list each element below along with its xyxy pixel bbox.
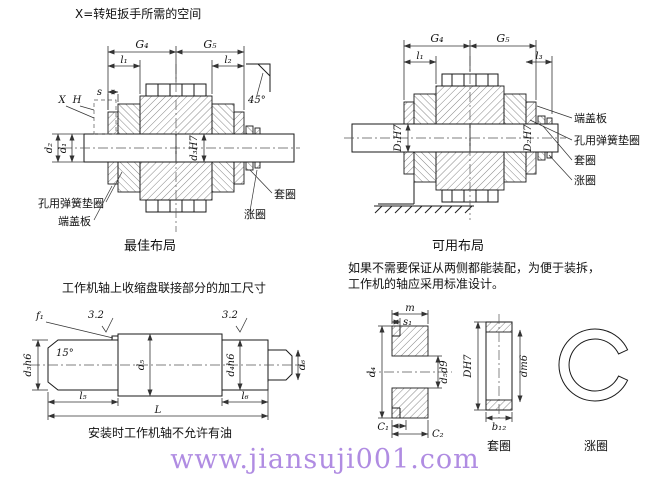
- assembly-note-line1: 如果不需要保证从两侧都能装配，为便于装拆，: [348, 260, 600, 275]
- snap-ring-shape: [558, 328, 629, 402]
- dim-DH7: DH7: [463, 354, 474, 379]
- dim-g4: G₄: [430, 32, 443, 45]
- best-layout-drawing: 45° G₄ G₅ l₁ l₂ s X H: [38, 38, 300, 254]
- snap-ring-caption: 涨圈: [584, 438, 608, 453]
- sleeve-ring: [537, 115, 546, 125]
- best-layout-caption: 最佳布局: [124, 239, 176, 254]
- dim-c2: C₂: [432, 429, 444, 440]
- dim-f1: f₁: [35, 311, 44, 322]
- sleeve-caption: 套圈: [487, 439, 511, 453]
- collar-section-drawing: d₄ d₅d9 m s₁ C₁ C₂: [366, 303, 452, 440]
- dim-l5: l₅: [79, 391, 86, 402]
- dim-d2: d₂: [44, 143, 55, 153]
- dim-b: b₁₂: [492, 422, 506, 433]
- label-sleeve: 套圈: [274, 188, 296, 201]
- label-sleeve: 套圈: [574, 154, 596, 167]
- dim-d5d9: d₅d9: [439, 360, 450, 384]
- dim-d3h6: d₃h6: [23, 353, 34, 377]
- usable-layout-caption: 可用布局: [432, 239, 484, 254]
- torque-wrench-note: X=转矩扳手所需的空间: [75, 6, 201, 21]
- roughness-left: 3.2: [88, 310, 104, 321]
- label-snap-ring: 涨圈: [244, 208, 266, 221]
- dim-l2: l₂: [224, 55, 231, 66]
- dim-s: s: [97, 87, 102, 98]
- shaft-machining-title: 工作机轴上收缩盘联接部分的加工尺寸: [62, 280, 266, 295]
- sleeve-part-drawing: DH7 dm6 b₁₂ 套圈: [463, 314, 530, 453]
- dim-d2h7: D₂H7: [523, 124, 534, 153]
- dim-g4: G₄: [135, 38, 148, 51]
- dim-L: L: [154, 405, 162, 416]
- dim-d4: d₄: [367, 367, 378, 377]
- shaft-dimensions: f₁ 3.2 3.2 15° d₃h6 d₅ d₄h6 d₆ l₅ l₆: [23, 310, 308, 420]
- collar-section-lower: [391, 387, 429, 419]
- dim-m: m: [405, 303, 414, 314]
- wrench-clearance-box: [93, 99, 117, 135]
- dim-d1h7: D₁H7: [393, 124, 404, 153]
- dim-c1: C₁: [377, 422, 389, 433]
- machine-frame-ground: [374, 182, 474, 214]
- usable-layout-drawing: G₄ G₅ l₁ l₃ D₁H7 D₂H7 端盖板 孔用弹簧垫圈 套圈 涨圈 可…: [344, 32, 640, 254]
- dim-l1: l₁: [120, 55, 127, 66]
- label-end-cover: 端盖板: [574, 111, 607, 125]
- chamfer-angle-label: 45°: [247, 95, 266, 106]
- dim-s1: s₁: [403, 317, 412, 328]
- dim-l3: l₃: [535, 51, 542, 62]
- shaft-stub-end: [267, 349, 293, 381]
- dim-h: H: [72, 95, 82, 106]
- snap-ring-drawing: 涨圈: [558, 328, 629, 453]
- shaft-drawing: f₁ 3.2 3.2 15° d₃h6 d₅ d₄h6 d₆ l₅ l₆: [23, 310, 308, 440]
- end-cover-left: [403, 101, 415, 125]
- dim-g5: G₅: [496, 32, 510, 45]
- dim-chamfer-angle: 15°: [56, 348, 74, 359]
- dim-x: X: [57, 95, 66, 106]
- dim-d5: d₅: [136, 360, 147, 370]
- usable-layout-part-labels: 端盖板 孔用弹簧垫圈 套圈 涨圈: [529, 105, 640, 187]
- dim-d3h7: d₃H7: [189, 135, 200, 161]
- label-spring-washer: 孔用弹簧垫圈: [38, 196, 104, 210]
- best-layout-part-labels: 孔用弹簧垫圈 端盖板 套圈 涨圈: [38, 169, 296, 228]
- sleeve-part-dimensions: DH7 dm6 b₁₂: [463, 321, 530, 433]
- dim-g5: G₅: [203, 38, 217, 51]
- watermark-text: www.jiansuji001.com: [170, 444, 480, 475]
- collar-section-dimensions: d₄ d₅d9 m s₁ C₁ C₂: [367, 303, 450, 440]
- best-layout-dimensions: G₄ G₅ l₁ l₂ s X H d₁ d₂ d₃H7: [44, 38, 245, 163]
- end-cover-left: [107, 111, 119, 135]
- label-end-cover: 端盖板: [58, 214, 91, 228]
- dim-l1: l₁: [416, 51, 423, 62]
- roughness-symbol: [235, 317, 248, 333]
- end-cover-right: [525, 101, 537, 125]
- collar-section-upper: [391, 325, 429, 357]
- clamp-ring-right: [211, 103, 235, 135]
- usable-layout-dimensions: G₄ G₅ l₁ l₃ D₁H7 D₂H7: [393, 32, 553, 153]
- roughness-symbol: [101, 317, 114, 333]
- dim-d6: d₆: [297, 360, 308, 370]
- sleeve-ring: [245, 125, 254, 135]
- label-spring-washer: 孔用弹簧垫圈: [574, 133, 640, 147]
- dim-dm6: dm6: [519, 354, 530, 377]
- assembly-note-line2: 工作机的轴应采用标准设计。: [348, 276, 504, 291]
- dim-d1: d₁: [58, 143, 69, 153]
- chamfer-detail: 45°: [246, 63, 271, 106]
- end-cover-right: [233, 111, 245, 135]
- snap-ring: [546, 117, 553, 125]
- dim-l6: l₆: [241, 391, 248, 402]
- dim-d4h6: d₄h6: [226, 353, 237, 377]
- oil-note: 安装时工作机轴不允许有油: [88, 425, 232, 440]
- label-snap-ring: 涨圈: [574, 174, 596, 187]
- snap-ring: [254, 127, 261, 135]
- clamp-ring-left: [117, 103, 141, 135]
- roughness-right: 3.2: [222, 310, 238, 321]
